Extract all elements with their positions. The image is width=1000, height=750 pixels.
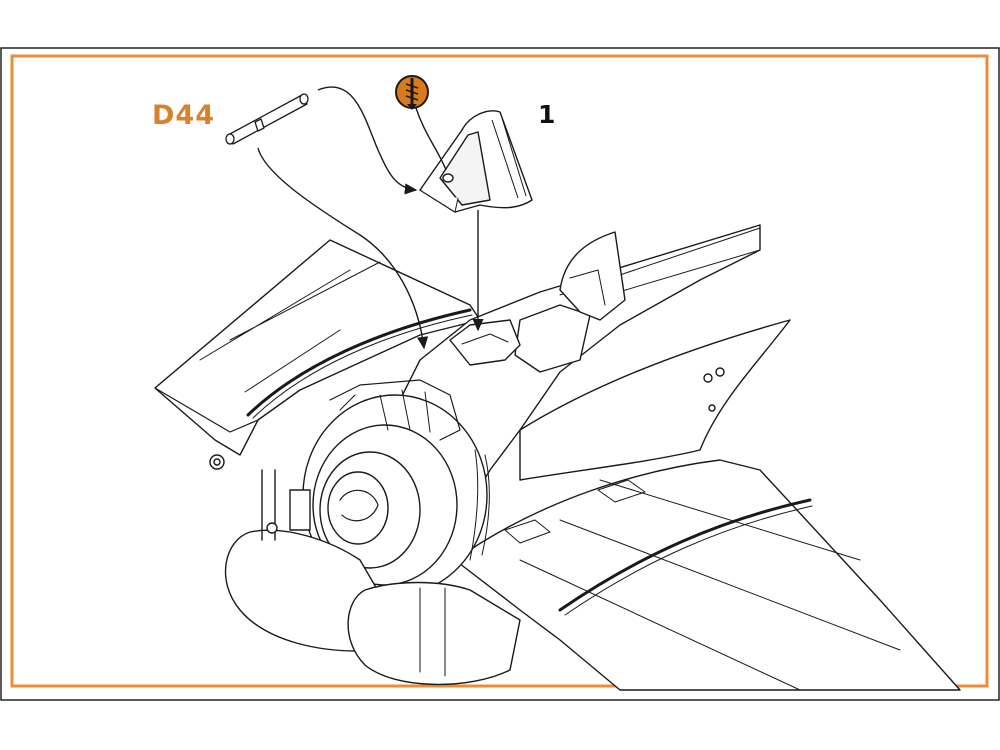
assembly-arrows (257, 86, 484, 350)
left-wing (154, 239, 481, 456)
instruction-frame (10, 54, 989, 688)
arrow-rod-to-part1 (317, 86, 418, 195)
part-rod-d44 (225, 93, 309, 145)
drill-glue-icon (395, 75, 429, 110)
drop-tank-right (347, 581, 521, 686)
tail-fillet (519, 319, 791, 481)
canopy-frame (514, 304, 591, 373)
part-code-label: D44 (152, 100, 215, 131)
leader-glue (415, 107, 447, 171)
step-number-label: 1 (538, 100, 556, 129)
arrow-rod-to-fuselage (257, 147, 429, 350)
aircraft-drawing (154, 224, 961, 691)
part-headrest-1 (419, 110, 533, 213)
right-wing (454, 459, 961, 691)
outer-border (0, 47, 1000, 701)
